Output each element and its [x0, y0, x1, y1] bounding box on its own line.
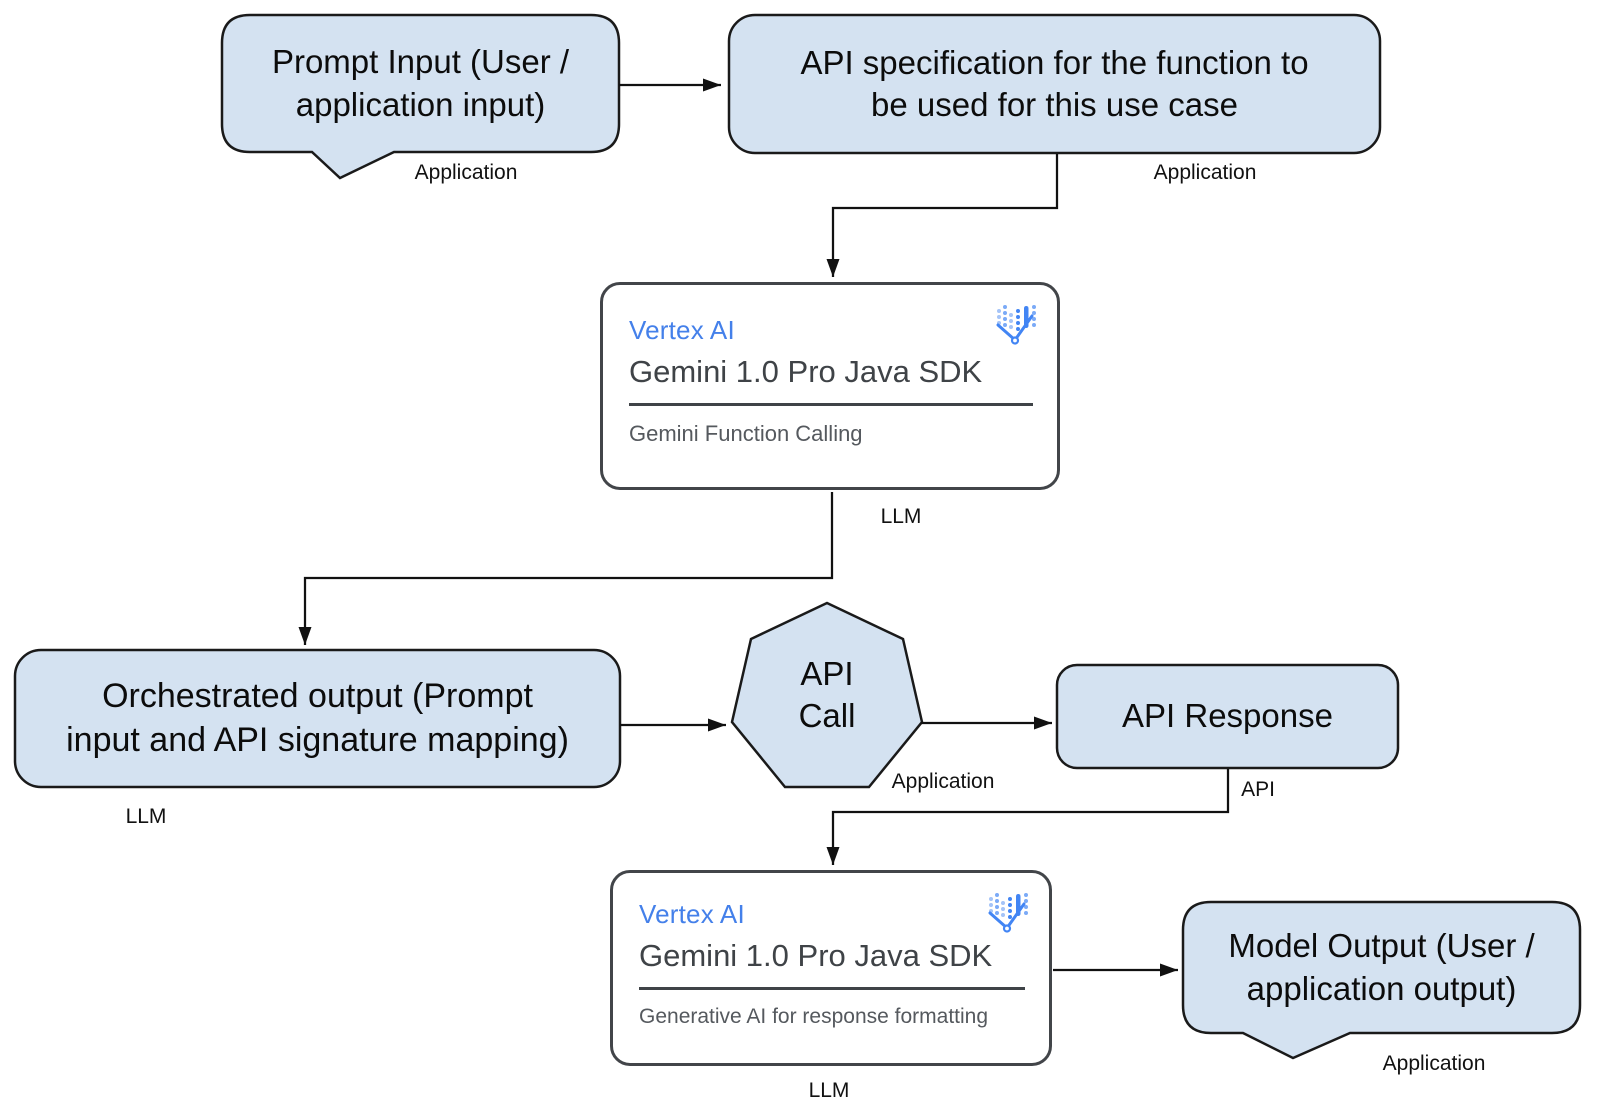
gemini-function-calling-subtitle: Gemini Function Calling — [629, 421, 863, 446]
prompt-input-tag: Application — [414, 161, 518, 184]
orchestrated-output-shape — [13, 648, 622, 789]
model-output-tag: Application — [1382, 1052, 1486, 1075]
edge-llm1-to-orchestrated — [298, 492, 834, 645]
vertex-ai-product-label: Vertex AI — [629, 315, 735, 345]
api-call-tag: Application — [891, 770, 995, 793]
card-divider — [639, 987, 1025, 990]
orchestrated-output-tag: LLM — [125, 805, 167, 828]
gemini-sdk-title: Gemini 1.0 Pro Java SDK — [639, 938, 993, 973]
vertex-ai-icon — [996, 305, 1036, 345]
prompt-input-shape — [220, 13, 621, 180]
gemini-sdk-title: Gemini 1.0 Pro Java SDK — [629, 354, 983, 389]
api-call-heptagon-shape — [730, 601, 924, 789]
vertex-ai-icon — [988, 893, 1028, 933]
vertex-ai-function-calling-card: Vertex AI Gemini 1.0 Pro Java SDK Gemini… — [600, 282, 1060, 490]
edge-apiresponse-to-llm2 — [826, 769, 1230, 865]
api-response-tag: API — [1241, 778, 1275, 801]
api-response-shape — [1055, 663, 1400, 770]
edge-apispec-to-llm1 — [826, 154, 1059, 277]
api-spec-shape — [727, 13, 1382, 155]
vertex-ai-product-label: Vertex AI — [639, 899, 745, 929]
llm2-tag: LLM — [808, 1079, 850, 1102]
model-output-shape — [1181, 900, 1582, 1060]
vertex-ai-response-formatting-card: Vertex AI Gemini 1.0 Pro Java SDK Genera… — [610, 870, 1052, 1066]
generative-ai-formatting-subtitle: Generative AI for response formatting — [639, 1005, 989, 1028]
api-spec-tag: Application — [1153, 161, 1257, 184]
llm1-tag: LLM — [880, 505, 922, 528]
card-divider — [629, 403, 1033, 406]
